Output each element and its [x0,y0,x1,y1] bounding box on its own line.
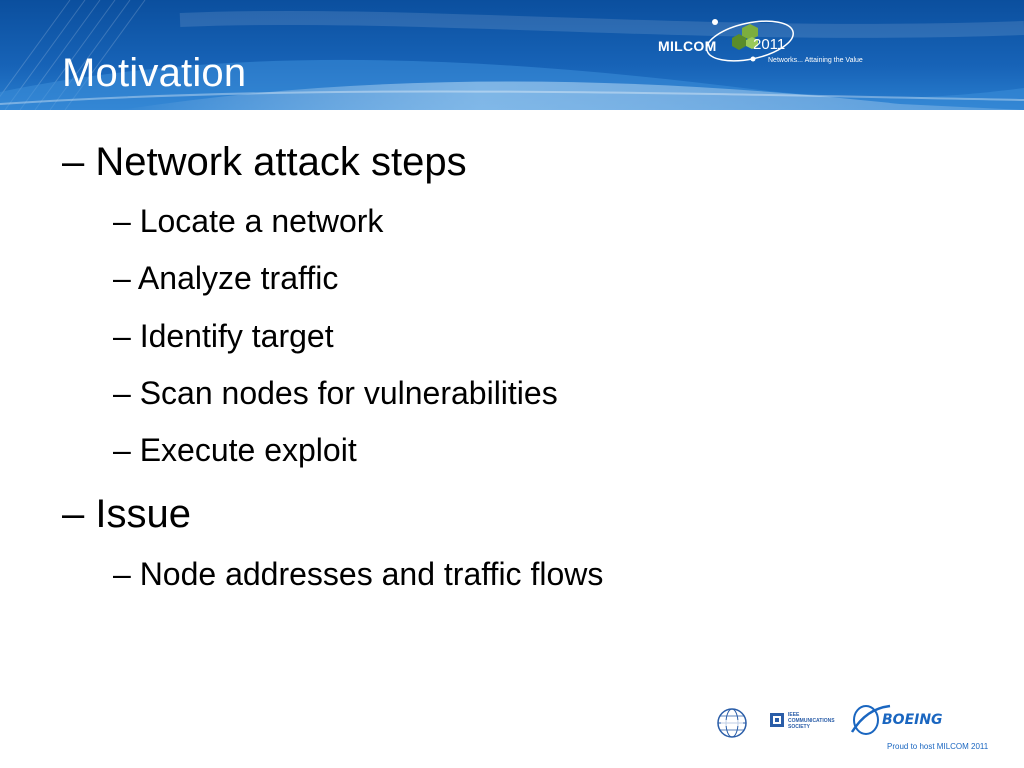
boeing-logo-icon: BOEING [850,704,943,735]
bullet-level2: – Scan nodes for vulnerabilities [113,375,558,411]
footer-tagline: Proud to host MILCOM 2011 [887,742,989,751]
milcom-logo: MILCOM 2011 Networks... Attaining the Va… [640,8,900,78]
bullet-level2: – Execute exploit [113,432,357,468]
svg-text:BOEING: BOEING [882,712,943,728]
banner-background [0,0,1024,110]
bullet-level2: – Locate a network [113,203,384,239]
milcom-emblem-graphic [706,19,794,62]
bullet-level1: – Issue [62,492,191,536]
header-banner: Motivation MILCOM 2011 Networks... Attai… [0,0,1024,110]
bullet-level1: – Network attack steps [62,140,467,184]
bullet-level2: – Analyze traffic [113,260,339,296]
bullet-level2: – Identify target [113,318,334,354]
milcom-year: 2011 [753,36,786,53]
ieee-comsoc-icon [770,713,784,727]
slide-title: Motivation [62,51,247,95]
milcom-wordmark: MILCOM [658,38,717,54]
afcea-globe-icon [717,708,747,738]
bullet-level2: – Node addresses and traffic flows [113,556,604,592]
milcom-tagline: Networks... Attaining the Value [768,57,863,64]
